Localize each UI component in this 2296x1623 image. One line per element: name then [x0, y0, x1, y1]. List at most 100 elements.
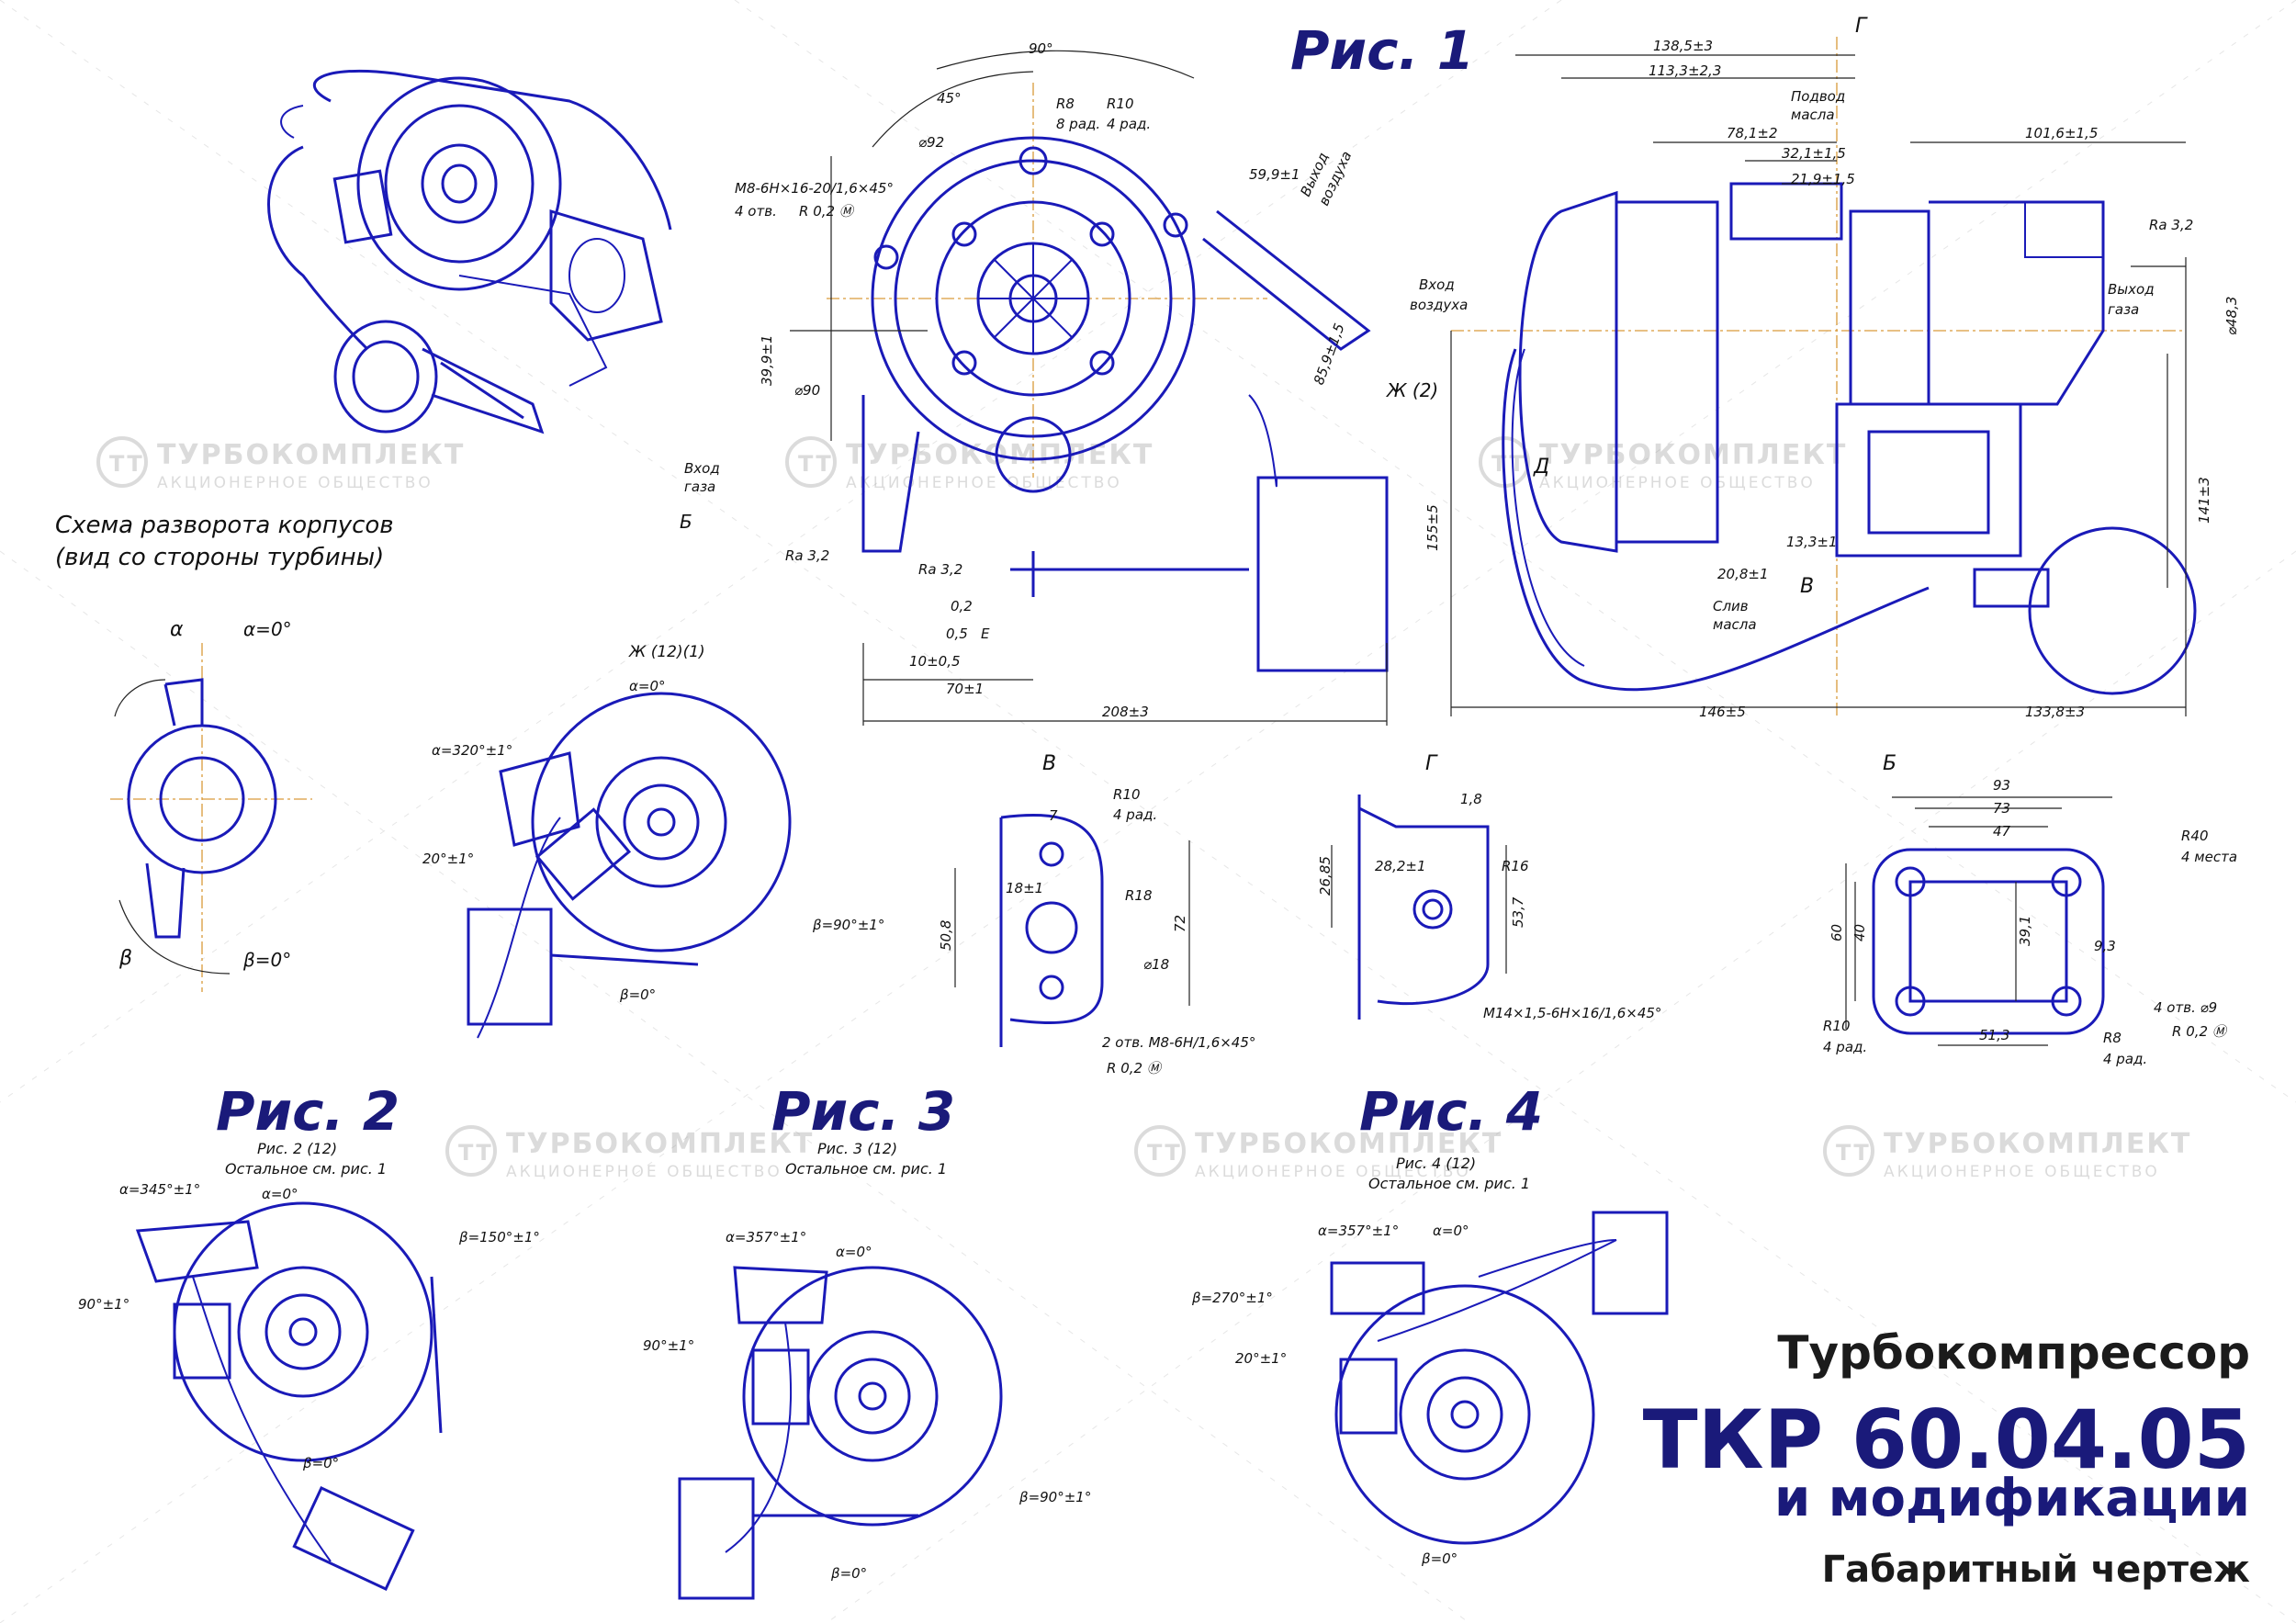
svg-text:R10: R10 — [1113, 786, 1141, 803]
svg-text:Б: Б — [1883, 752, 1896, 775]
fig4-view: Рис. 4 (12) Остальное см. рис. 1 α=357°±… — [1191, 1155, 1669, 1567]
svg-text:Рис. 4 (12): Рис. 4 (12) — [1396, 1155, 1476, 1172]
svg-text:146±5: 146±5 — [1699, 704, 1746, 720]
svg-text:53,7: 53,7 — [1510, 896, 1526, 928]
watermark: ТТ ТУРБОКОМПЛЕКТ АКЦИОНЕРНОЕ ОБЩЕСТВО — [445, 1125, 812, 1181]
figure-label: Рис. 3 — [771, 1080, 955, 1143]
svg-text:133,8±3: 133,8±3 — [2025, 704, 2085, 720]
svg-text:4 рад.: 4 рад. — [1113, 806, 1157, 823]
svg-text:Рис. 2 (12): Рис. 2 (12) — [257, 1140, 337, 1157]
svg-text:R40: R40 — [2181, 828, 2209, 844]
fig1-front-dimensions: 90° 45° ⌀92 R8 8 рад. R10 4 рад. М8-6Н×1… — [680, 40, 1438, 720]
svg-text:Г: Г — [1855, 15, 1868, 38]
svg-text:4 рад.: 4 рад. — [1107, 116, 1151, 132]
title-line3: и модификации — [1774, 1469, 2250, 1528]
svg-text:М8-6Н×16-20/1,6×45°: М8-6Н×16-20/1,6×45° — [735, 180, 894, 197]
svg-text:72: 72 — [1172, 915, 1188, 932]
svg-text:α=0°: α=0° — [836, 1244, 872, 1260]
svg-text:В: В — [1800, 575, 1814, 598]
svg-text:21,9±1,5: 21,9±1,5 — [1791, 171, 1855, 187]
svg-text:8 рад.: 8 рад. — [1056, 116, 1100, 132]
svg-text:R10: R10 — [1107, 96, 1134, 112]
svg-text:155±5: 155±5 — [1424, 504, 1441, 551]
title-model: ТКР 60.04.05 — [1643, 1392, 2250, 1487]
svg-text:(вид со стороны турбины): (вид со стороны турбины) — [55, 544, 384, 571]
svg-text:⌀48,3: ⌀48,3 — [2223, 297, 2240, 335]
svg-text:2 отв. М8-6Н/1,6×45°: 2 отв. М8-6Н/1,6×45° — [1102, 1034, 1255, 1051]
fig1-front-view — [790, 50, 1389, 726]
svg-text:Б: Б — [680, 511, 692, 533]
fig3-view: Рис. 3 (12) Остальное см. рис. 1 α=357°±… — [643, 1140, 1091, 1600]
svg-text:R8: R8 — [1056, 96, 1075, 112]
svg-text:1,8: 1,8 — [1460, 791, 1482, 807]
svg-text:47: 47 — [1993, 823, 2011, 840]
svg-text:78,1±2: 78,1±2 — [1727, 125, 1778, 141]
svg-text:0,2: 0,2 — [951, 598, 973, 614]
svg-text:20°±1°: 20°±1° — [1235, 1350, 1287, 1367]
svg-text:39,1: 39,1 — [2017, 916, 2033, 946]
fig1-side-view — [1450, 37, 2197, 716]
watermark: ТТ ТУРБОКОМПЛЕКТ АКЦИОНЕРНОЕ ОБЩЕСТВО — [96, 436, 465, 492]
svg-text:73: 73 — [1993, 800, 2010, 817]
svg-text:газа: газа — [2108, 301, 2139, 318]
svg-text:51,3: 51,3 — [1979, 1027, 2009, 1043]
svg-text:ТУРБОКОМПЛЕКТ: ТУРБОКОМПЛЕКТ — [1195, 1128, 1503, 1160]
compressor-wheel-blades — [978, 243, 1088, 354]
svg-text:масла: масла — [1791, 107, 1835, 123]
svg-text:Выход: Выход — [2108, 281, 2155, 298]
svg-text:газа: газа — [684, 479, 715, 495]
svg-text:4 места: 4 места — [2181, 849, 2237, 865]
svg-text:Остальное см. рис. 1: Остальное см. рис. 1 — [225, 1160, 387, 1178]
svg-text:90°±1°: 90°±1° — [78, 1296, 129, 1313]
fig1-side-dimensions: 138,5±3 113,3±2,3 78,1±2 32,1±1,5 21,9±1… — [1410, 15, 2240, 720]
watermark: ТТ ТУРБОКОМПЛЕКТ АКЦИОНЕРНОЕ ОБЩЕСТВО — [1823, 1125, 2191, 1181]
svg-text:113,3±2,3: 113,3±2,3 — [1649, 62, 1721, 79]
svg-text:R8: R8 — [2103, 1030, 2122, 1046]
svg-text:⌀90: ⌀90 — [794, 382, 820, 399]
svg-text:АКЦИОНЕРНОЕ ОБЩЕСТВО: АКЦИОНЕРНОЕ ОБЩЕСТВО — [157, 474, 433, 492]
svg-text:α=0°: α=0° — [629, 678, 666, 694]
svg-text:Ж (2): Ж (2) — [1385, 379, 1438, 401]
svg-text:АКЦИОНЕРНОЕ ОБЩЕСТВО: АКЦИОНЕРНОЕ ОБЩЕСТВО — [846, 474, 1122, 492]
view-G: Г 1,8 28,2±1 R16 26,85 53,7 М14×1,5-6Н×1… — [1317, 752, 1661, 1021]
svg-text:АКЦИОНЕРНОЕ ОБЩЕСТВО: АКЦИОНЕРНОЕ ОБЩЕСТВО — [506, 1163, 782, 1181]
svg-text:ТУРБОКОМПЛЕКТ: ТУРБОКОМПЛЕКТ — [1884, 1128, 2191, 1160]
svg-text:ТУРБОКОМПЛЕКТ: ТУРБОКОМПЛЕКТ — [1539, 439, 1847, 471]
svg-text:АКЦИОНЕРНОЕ ОБЩЕСТВО: АКЦИОНЕРНОЕ ОБЩЕСТВО — [1539, 474, 1816, 492]
svg-text:Ra 3,2: Ra 3,2 — [2149, 217, 2193, 233]
svg-text:Рис. 3 (12): Рис. 3 (12) — [817, 1140, 897, 1157]
svg-text:α=357°±1°: α=357°±1° — [726, 1229, 806, 1245]
svg-text:β: β — [118, 947, 132, 970]
svg-text:Вход: Вход — [684, 460, 720, 477]
svg-text:28,2±1: 28,2±1 — [1375, 858, 1426, 874]
svg-text:β=0°: β=0° — [1421, 1550, 1458, 1567]
svg-text:10±0,5: 10±0,5 — [909, 653, 961, 670]
svg-text:141±3: 141±3 — [2196, 477, 2212, 524]
svg-text:β=0°: β=0° — [619, 986, 656, 1003]
svg-text:М14×1,5-6Н×16/1,6×45°: М14×1,5-6Н×16/1,6×45° — [1483, 1005, 1661, 1021]
svg-text:9,3: 9,3 — [2094, 938, 2116, 954]
svg-text:Ж (12)(1): Ж (12)(1) — [628, 643, 705, 661]
svg-text:β=90°±1°: β=90°±1° — [1019, 1489, 1091, 1505]
svg-text:ТТ: ТТ — [458, 1140, 494, 1166]
svg-text:ТТ: ТТ — [1836, 1140, 1872, 1166]
svg-text:R16: R16 — [1502, 858, 1529, 874]
svg-text:Ra 3,2: Ra 3,2 — [918, 561, 962, 578]
title-line1: Турбокомпрессор — [1777, 1326, 2250, 1380]
svg-text:4 отв.: 4 отв. — [735, 203, 777, 220]
svg-text:32,1±1,5: 32,1±1,5 — [1782, 145, 1846, 162]
svg-text:4 рад.: 4 рад. — [1823, 1039, 1867, 1055]
view-B: Б 93 73 47 R40 4 места 60 40 39,1 9,3 R1… — [1823, 752, 2237, 1067]
svg-text:59,9±1: 59,9±1 — [1249, 166, 1300, 183]
svg-text:ТТ: ТТ — [1147, 1140, 1183, 1166]
svg-text:α=320°±1°: α=320°±1° — [432, 742, 512, 759]
svg-text:α=345°±1°: α=345°±1° — [119, 1181, 200, 1198]
scheme-caption: Схема разворота корпусов (вид со стороны… — [55, 512, 394, 571]
svg-text:Д: Д — [1533, 456, 1549, 479]
svg-text:20°±1°: 20°±1° — [422, 851, 474, 867]
svg-text:Остальное см. рис. 1: Остальное см. рис. 1 — [785, 1160, 947, 1178]
svg-text:ТУРБОКОМПЛЕКТ: ТУРБОКОМПЛЕКТ — [157, 439, 465, 471]
svg-text:208±3: 208±3 — [1102, 704, 1149, 720]
svg-text:7: 7 — [1049, 807, 1058, 824]
figure-label: Рис. 4 — [1359, 1080, 1543, 1143]
